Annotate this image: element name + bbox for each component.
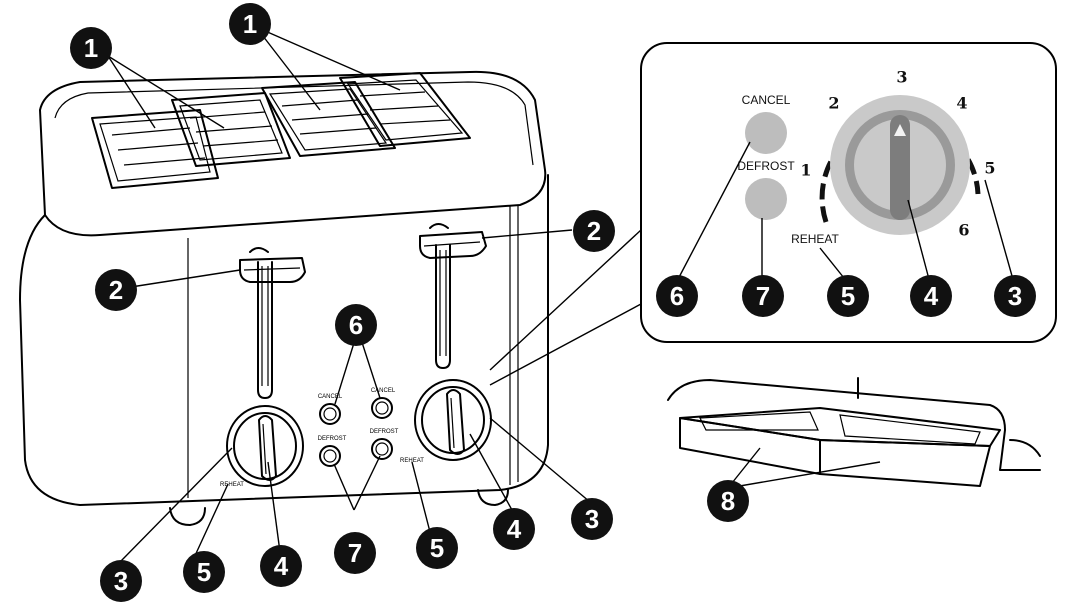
callout-4a: 4 (260, 545, 302, 587)
slot-2 (171, 92, 291, 167)
svg-text:1: 1 (84, 33, 98, 63)
svg-text:3: 3 (114, 566, 128, 596)
zoom-browning-dial[interactable]: 1 2 3 4 5 6 (800, 68, 995, 240)
callout-7a: 7 (334, 532, 376, 574)
svg-text:7: 7 (348, 538, 362, 568)
left-defrost-button[interactable]: DEFROST (318, 436, 347, 467)
zoom-panel: CANCEL DEFROST REHEAT 1 2 3 4 5 6 (489, 42, 1057, 386)
right-reheat-label: REHEAT (400, 458, 424, 464)
right-browning-dial[interactable]: REHEAT (400, 379, 492, 464)
callout-5c: 5 (827, 275, 869, 317)
dial-number-2: 2 (828, 94, 839, 113)
svg-text:4: 4 (924, 281, 939, 311)
svg-text:5: 5 (197, 557, 211, 587)
callout-8: 8 (707, 480, 749, 522)
slot-1 (91, 109, 219, 189)
svg-text:6: 6 (670, 281, 684, 311)
dial-handle (890, 115, 910, 220)
left-browning-dial[interactable]: REHEAT (220, 405, 304, 488)
slot-4 (339, 72, 471, 147)
dial-pointer-icon (894, 124, 906, 136)
callout-5b: 5 (416, 527, 458, 569)
dial-number-6: 6 (958, 221, 969, 240)
callout-4c: 4 (910, 275, 952, 317)
crumb-tray (667, 377, 1041, 487)
callout-3a: 3 (100, 560, 142, 602)
callout-6a: 6 (335, 304, 377, 346)
svg-text:5: 5 (430, 533, 444, 563)
slot-3 (261, 81, 396, 157)
zoom-cancel-label: CANCEL (742, 93, 791, 107)
svg-text:4: 4 (274, 551, 289, 581)
callout-3c: 3 (994, 275, 1036, 317)
callout-4b: 4 (493, 508, 535, 550)
svg-text:2: 2 (587, 216, 601, 246)
callout-1b: 1 (229, 3, 271, 45)
dial-number-4: 4 (956, 94, 967, 113)
right-cancel-label: CANCEL (371, 388, 396, 394)
zoom-cancel-button[interactable] (745, 112, 787, 154)
dial-number-5: 5 (984, 159, 995, 178)
callout-6b: 6 (656, 275, 698, 317)
svg-text:5: 5 (841, 281, 855, 311)
left-defrost-label: DEFROST (318, 436, 347, 442)
dial-number-3: 3 (896, 68, 907, 87)
right-lever[interactable] (419, 223, 487, 369)
right-cancel-button[interactable]: CANCEL (371, 388, 396, 419)
left-reheat-label: REHEAT (220, 482, 244, 488)
svg-text:2: 2 (109, 275, 123, 305)
zoom-defrost-label: DEFROST (737, 159, 795, 173)
svg-text:1: 1 (243, 9, 257, 39)
svg-text:4: 4 (507, 514, 522, 544)
right-defrost-button[interactable]: DEFROST (370, 429, 399, 460)
callout-2a: 2 (95, 269, 137, 311)
svg-text:8: 8 (721, 486, 735, 516)
left-lever[interactable] (239, 247, 306, 399)
right-defrost-label: DEFROST (370, 429, 399, 435)
svg-text:6: 6 (349, 310, 363, 340)
zoom-reheat-label: REHEAT (791, 232, 839, 246)
callout-1a: 1 (70, 27, 112, 69)
dial-number-1: 1 (800, 161, 811, 180)
svg-text:3: 3 (1008, 281, 1022, 311)
callout-7b: 7 (742, 275, 784, 317)
left-cancel-label: CANCEL (318, 394, 343, 400)
callout-3b: 3 (571, 498, 613, 540)
svg-text:3: 3 (585, 504, 599, 534)
left-cancel-button[interactable]: CANCEL (318, 394, 343, 425)
callout-5a: 5 (183, 551, 225, 593)
callout-2b: 2 (573, 210, 615, 252)
svg-text:7: 7 (756, 281, 770, 311)
bread-slots (91, 72, 471, 189)
zoom-defrost-button[interactable] (745, 178, 787, 220)
